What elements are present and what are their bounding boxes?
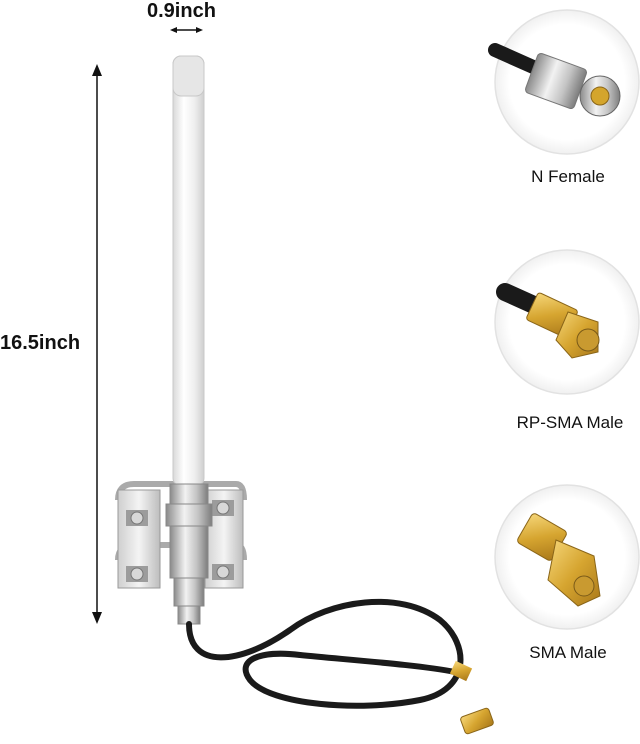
mounting-bracket bbox=[115, 481, 247, 589]
connector-label-n-female: N Female bbox=[531, 167, 605, 186]
antenna-radome bbox=[172, 55, 205, 487]
height-arrow bbox=[92, 64, 102, 624]
width-arrow bbox=[170, 27, 203, 33]
height-dimension-label: 16.5inch bbox=[0, 332, 81, 354]
connector-label-sma-male: SMA Male bbox=[529, 643, 607, 662]
antenna-base bbox=[165, 483, 213, 625]
coax-cable bbox=[186, 598, 473, 709]
connector-label-rp-sma-male: RP-SMA Male bbox=[516, 413, 624, 432]
sma-adapter bbox=[460, 707, 494, 735]
width-dimension-label: 0.9inch bbox=[147, 0, 216, 22]
rp-sma-male-image bbox=[494, 249, 640, 395]
n-female-image bbox=[488, 9, 640, 155]
sma-male-image bbox=[494, 484, 640, 630]
